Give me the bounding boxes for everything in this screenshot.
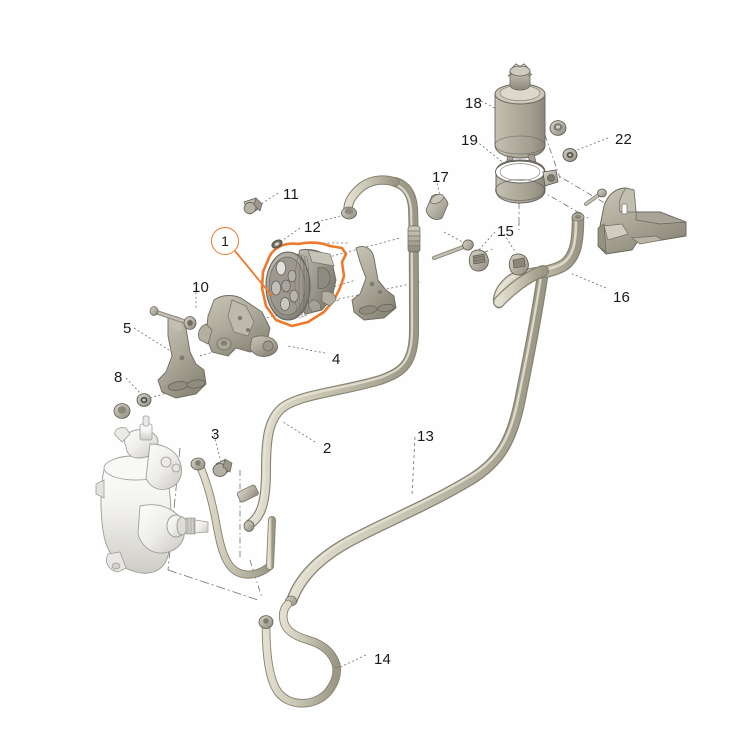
callout-14[interactable]: 14 bbox=[374, 651, 392, 668]
part-pump-bracket-4 bbox=[198, 295, 278, 357]
part-hose-bracket bbox=[351, 246, 397, 321]
callout-22[interactable]: 22 bbox=[615, 131, 633, 148]
callout-18[interactable]: 18 bbox=[465, 95, 483, 112]
callout-11[interactable]: 11 bbox=[283, 186, 299, 203]
banjo-fitting-lower bbox=[258, 615, 274, 629]
callout-13[interactable]: 13 bbox=[417, 428, 435, 445]
hose-end-fitting bbox=[341, 206, 357, 220]
part-nut bbox=[113, 403, 131, 419]
part-banjo-bolt-3 bbox=[212, 458, 233, 477]
callout-4[interactable]: 4 bbox=[332, 351, 341, 368]
part-bolt-long bbox=[431, 239, 474, 261]
part-fluid-reservoir-18 bbox=[494, 63, 546, 166]
part-power-steering-pump-1 bbox=[260, 241, 348, 328]
callout-17[interactable]: 17 bbox=[432, 169, 450, 186]
part-hose-connector bbox=[493, 265, 549, 308]
part-pressure-hose-2 bbox=[236, 175, 421, 532]
part-mounting-bracket bbox=[597, 187, 687, 255]
part-reservoir-clamp-19 bbox=[495, 159, 559, 204]
part-lower-return-hose-14 bbox=[258, 599, 342, 708]
callout-19[interactable]: 19 bbox=[461, 132, 479, 149]
part-nut-upper bbox=[549, 120, 567, 136]
part-grommet-washer-22 bbox=[562, 148, 578, 162]
hose-ferrule-lower bbox=[236, 484, 259, 503]
part-o-ring-12 bbox=[271, 239, 283, 249]
part-steering-gearbox bbox=[95, 415, 209, 574]
part-support-bracket-5 bbox=[157, 316, 207, 399]
callout-10[interactable]: 10 bbox=[192, 279, 210, 296]
callout-3[interactable]: 3 bbox=[211, 426, 220, 443]
callout-12[interactable]: 12 bbox=[304, 219, 322, 236]
callout-5[interactable]: 5 bbox=[123, 320, 132, 337]
hose-ferrule bbox=[407, 225, 421, 253]
part-hose-clamp-15 bbox=[468, 249, 489, 272]
callout-1-highlighted[interactable]: 1 bbox=[211, 227, 239, 255]
callout-1-leader bbox=[234, 250, 273, 297]
callout-8[interactable]: 8 bbox=[114, 369, 123, 386]
part-stud-bolt-11 bbox=[243, 197, 263, 215]
part-bolt-10 bbox=[149, 306, 197, 330]
part-hose-clamp-second bbox=[508, 253, 529, 276]
banjo-fitting bbox=[190, 457, 206, 471]
part-return-hose-13 bbox=[285, 267, 549, 607]
part-gearbox-hose bbox=[190, 457, 276, 579]
callout-2[interactable]: 2 bbox=[323, 440, 332, 457]
callout-15[interactable]: 15 bbox=[497, 223, 515, 240]
callout-16[interactable]: 16 bbox=[613, 289, 631, 306]
part-bolt-bracket bbox=[584, 188, 607, 206]
part-washer-8 bbox=[136, 393, 152, 407]
part-sleeve-17 bbox=[425, 193, 449, 220]
